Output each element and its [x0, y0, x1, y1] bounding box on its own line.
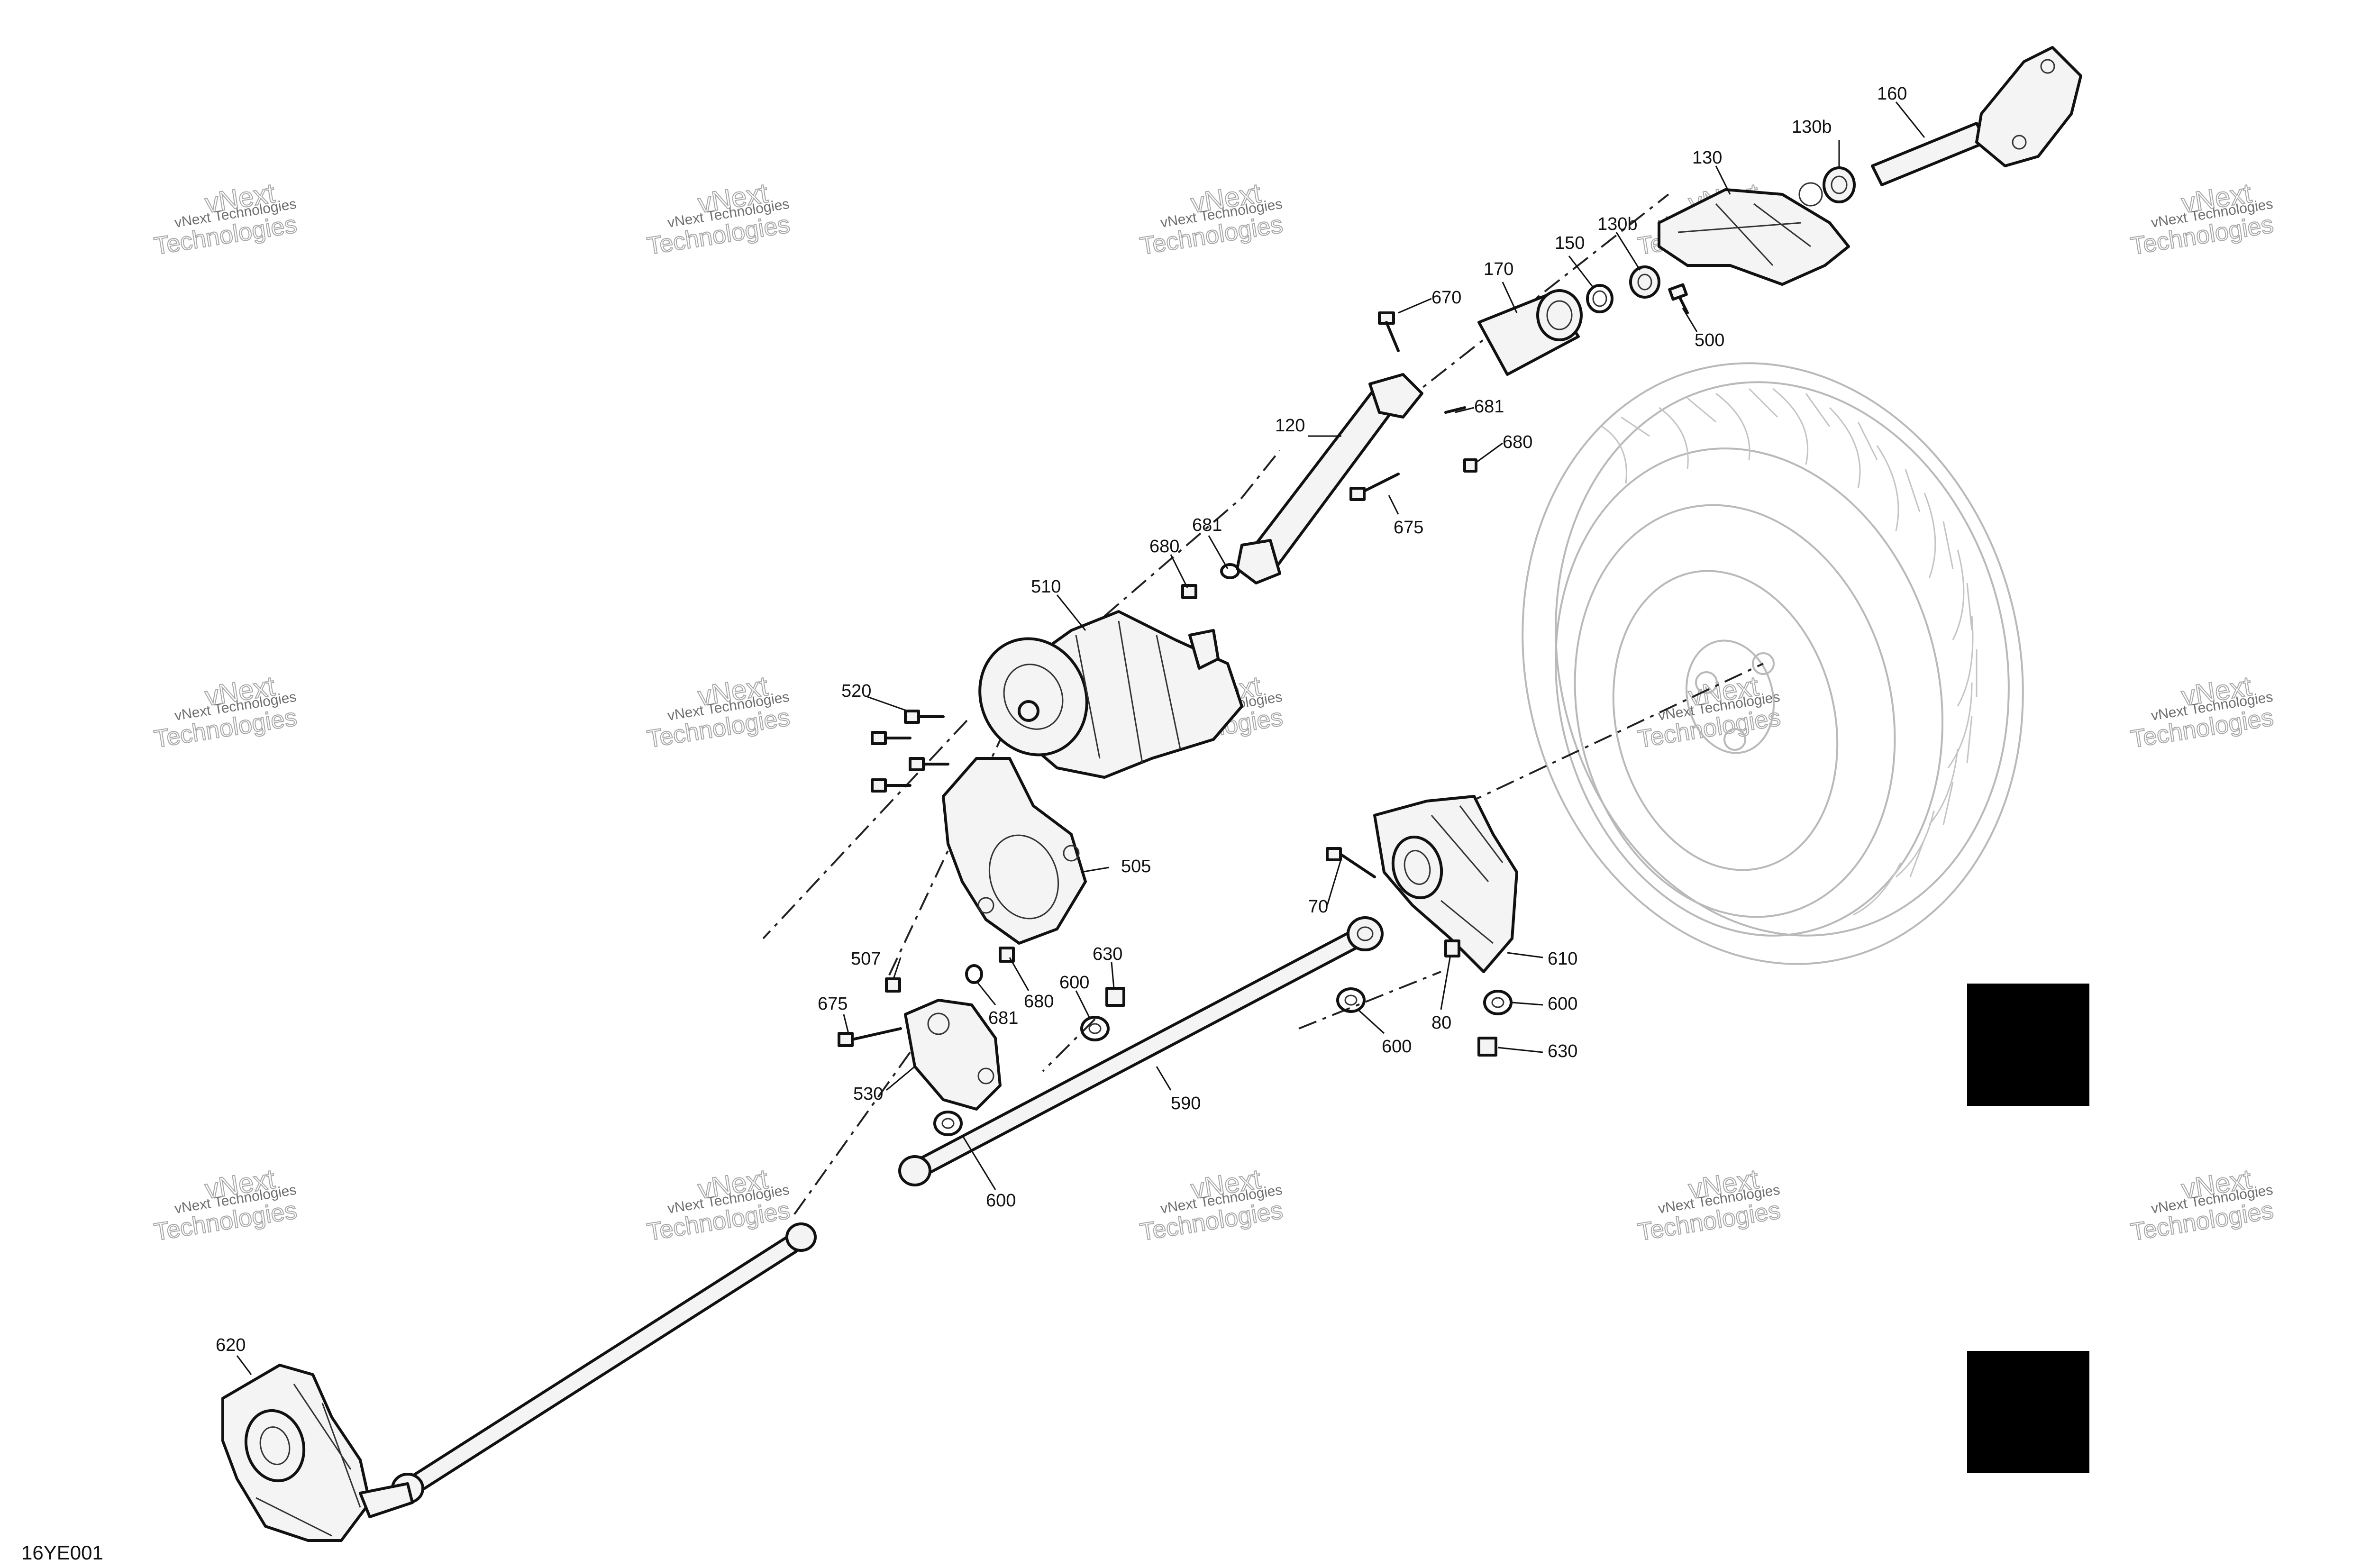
callout-120: 120 — [1275, 416, 1305, 436]
wheel-tire — [1522, 362, 2024, 965]
watermark-tile: vNext Technologies vNext Technologies — [152, 177, 299, 261]
part-520-bolts — [871, 710, 949, 793]
part-600-washer-b — [1336, 987, 1366, 1013]
watermark-tile: vNext Technologies vNext Technologies — [645, 1163, 792, 1247]
part-130b-bushing-lower — [1629, 265, 1660, 299]
callout-600-a: 600 — [1059, 973, 1089, 993]
watermark-tile: vNext Technologies vNext Technologies — [152, 670, 299, 754]
black-block-lower — [1967, 1351, 2089, 1473]
watermark-tile: vNext Technologies vNext Technologies — [2128, 1163, 2276, 1247]
part-130b-bushing — [1823, 166, 1856, 203]
callout-675-upper: 675 — [1394, 518, 1423, 538]
part-675-bolt-b — [838, 1027, 902, 1047]
callout-labels: 160 130b 130 130b 150 170 500 670 681 68… — [216, 84, 1907, 1355]
callout-505: 505 — [1121, 857, 1151, 876]
part-530-pitman-arm — [904, 999, 1002, 1111]
callout-500: 500 — [1695, 330, 1724, 350]
callout-510: 510 — [1031, 577, 1061, 597]
callout-507: 507 — [851, 949, 881, 969]
callout-610: 610 — [1548, 949, 1577, 969]
watermark-tile: vNext Technologies vNext Technologies — [1635, 1163, 1783, 1247]
part-681-washer-c — [965, 964, 983, 984]
part-160-steering-shaft — [1871, 46, 2082, 186]
part-120-intermediate-shaft — [1236, 373, 1423, 584]
callout-681-upper: 681 — [1474, 397, 1504, 417]
callout-620: 620 — [216, 1335, 246, 1355]
part-630-nut-left — [1105, 987, 1125, 1007]
callout-130: 130 — [1692, 148, 1722, 168]
part-505-mounting-bracket — [942, 757, 1087, 945]
part-600-washer-d — [933, 1111, 963, 1136]
part-680-nut-b — [1181, 584, 1197, 599]
watermark-layer: vNext Technologies vNext Technologies vN… — [152, 177, 2276, 1247]
callout-130b-lower: 130b — [1597, 214, 1638, 234]
callout-170: 170 — [1484, 259, 1513, 279]
callout-681-mid: 681 — [1192, 515, 1222, 535]
callout-520: 520 — [841, 681, 871, 701]
callout-leaders — [236, 101, 1925, 1375]
part-681-pin — [1444, 406, 1466, 414]
part-170-boot — [1477, 289, 1583, 376]
watermark-tile: vNext Technologies vNext Technologies — [2128, 670, 2276, 754]
part-681-washer — [1220, 563, 1240, 579]
callout-600-c: 600 — [1548, 994, 1577, 1014]
callout-600-b: 600 — [1382, 1037, 1412, 1057]
watermark-tile: vNext Technologies vNext Technologies — [2128, 177, 2276, 261]
part-600-washer-c — [1483, 990, 1513, 1015]
part-507-bolt — [885, 977, 901, 993]
part-680-nut-c — [999, 947, 1015, 963]
watermark-tile: vNext Technologies vNext Technologies — [645, 670, 792, 754]
part-500-bolt — [1668, 283, 1689, 314]
callout-590: 590 — [1171, 1094, 1201, 1113]
watermark-tile: vNext Technologies vNext Technologies — [645, 177, 792, 261]
part-675-bolt — [1349, 473, 1400, 501]
callout-160: 160 — [1877, 84, 1907, 104]
part-620-knuckle-left — [221, 1364, 414, 1542]
callout-530: 530 — [853, 1084, 883, 1104]
callout-630-left: 630 — [1093, 944, 1122, 964]
watermark-tile: vNext Technologies vNext Technologies — [1138, 177, 1285, 261]
callout-130b: 130b — [1792, 117, 1832, 137]
part-70-bolt — [1326, 847, 1376, 878]
diagram-code: 16YE001 — [21, 1541, 103, 1564]
part-130-steering-bracket — [1658, 182, 1850, 286]
part-680-nut — [1463, 458, 1477, 473]
part-590-tie-rod-right — [898, 916, 1384, 1186]
callout-80: 80 — [1431, 1013, 1451, 1033]
part-630-nut-right — [1477, 1037, 1497, 1057]
callout-680-upper: 680 — [1503, 432, 1532, 452]
callout-680-mid: 680 — [1149, 537, 1179, 556]
watermark-tile: vNext Technologies vNext Technologies — [1138, 1163, 1285, 1247]
callout-675-low: 675 — [818, 994, 848, 1014]
part-80-nut — [1444, 939, 1460, 957]
watermark-tile: vNext Technologies vNext Technologies — [152, 1163, 299, 1247]
part-150-ring — [1586, 284, 1613, 313]
callout-600-d: 600 — [986, 1191, 1016, 1211]
part-670-bolt — [1378, 311, 1400, 352]
part-tie-rod-left — [391, 1222, 817, 1504]
callout-681-low: 681 — [988, 1008, 1018, 1028]
part-600-washer-a — [1080, 1016, 1110, 1041]
part-610-knuckle-right — [1373, 795, 1518, 973]
callout-670: 670 — [1431, 288, 1461, 308]
callout-630-right: 630 — [1548, 1041, 1577, 1061]
black-block-upper — [1967, 984, 2089, 1106]
part-510-power-steering-unit — [978, 610, 1243, 779]
callout-150: 150 — [1555, 233, 1585, 253]
callout-70: 70 — [1308, 897, 1328, 917]
callout-680-low: 680 — [1024, 992, 1054, 1012]
